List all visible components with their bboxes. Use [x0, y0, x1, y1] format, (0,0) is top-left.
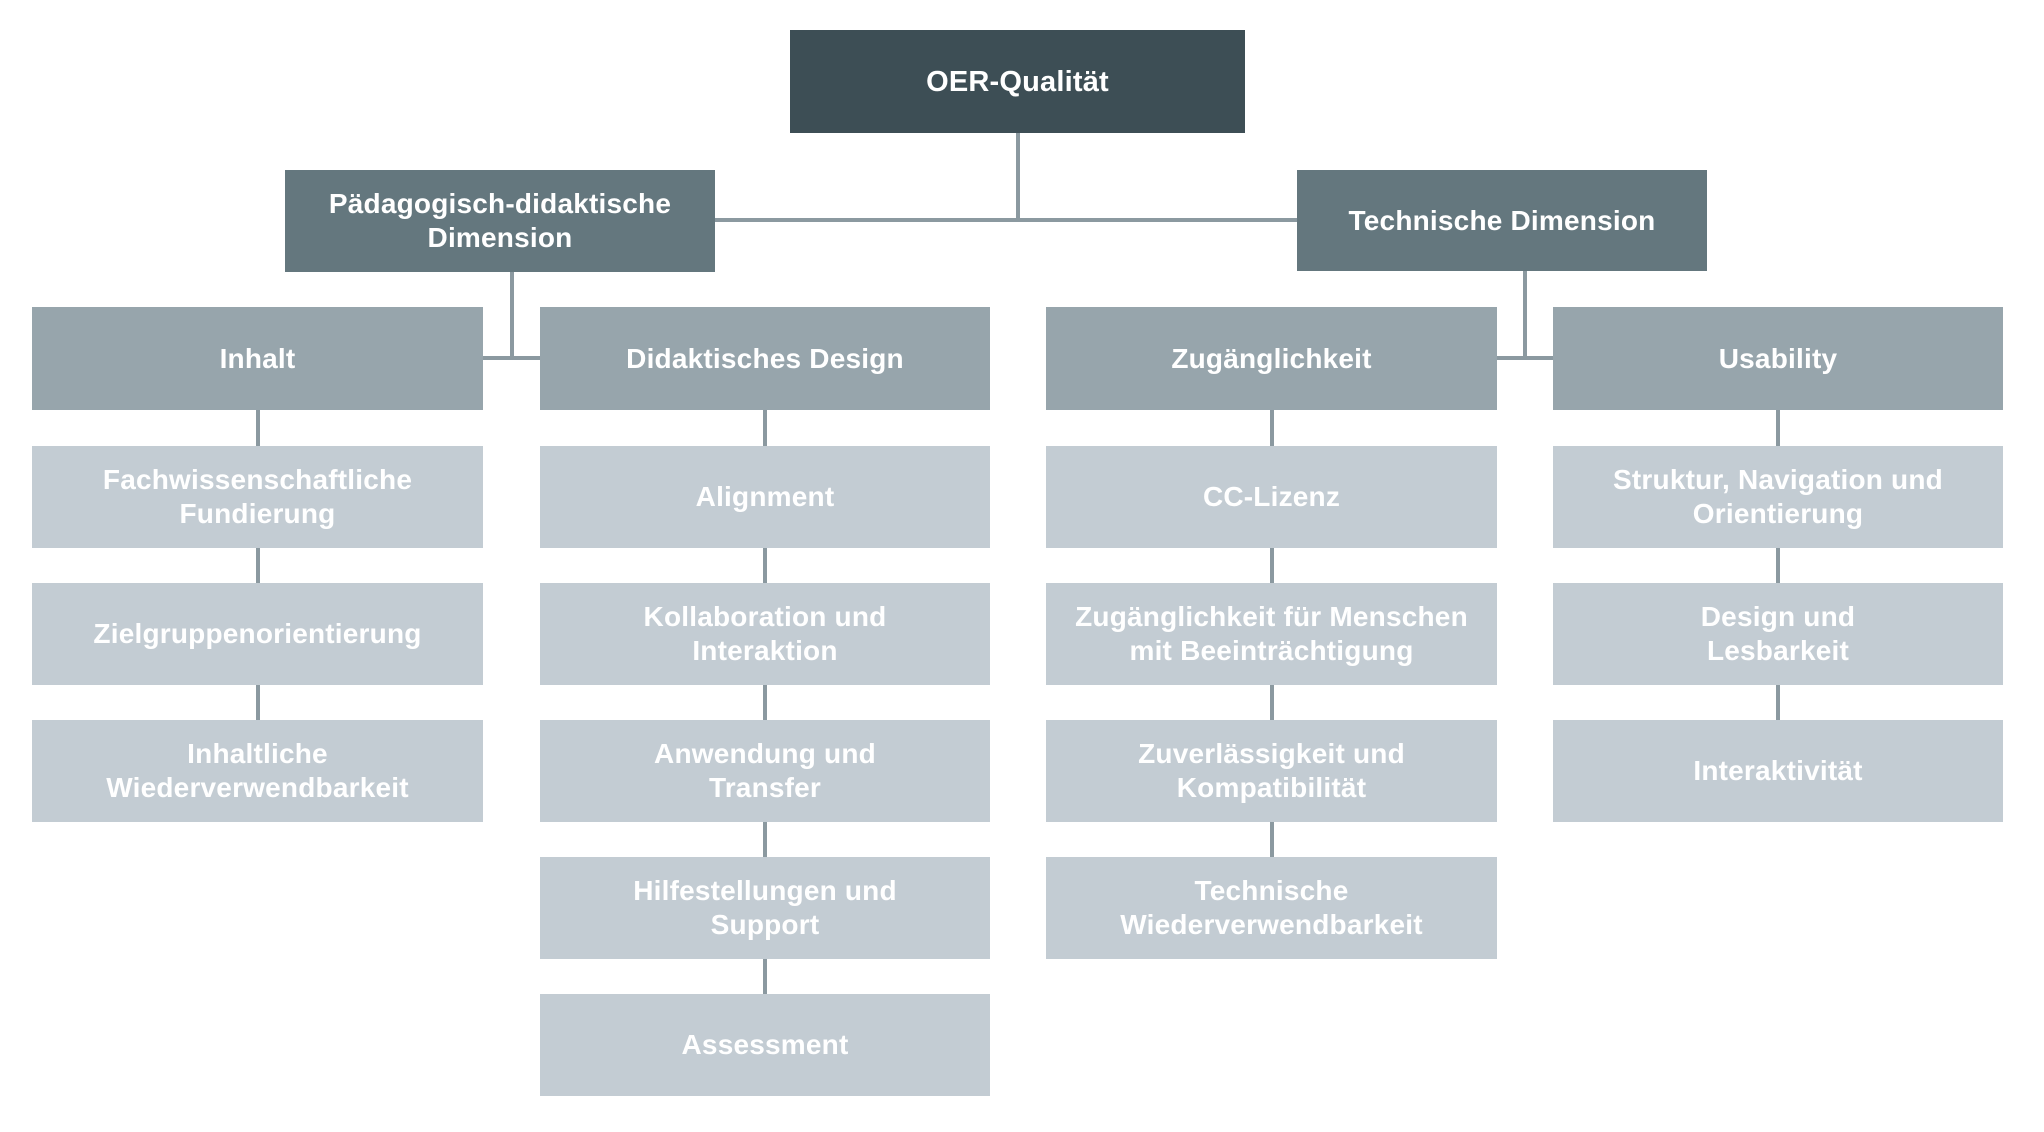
item-node-0-0-2: Inhaltliche Wiederverwendbarkeit — [32, 720, 483, 822]
item-node-1-0-3-label: Technische Wiederverwendbarkeit — [1120, 875, 1423, 940]
connector-dimension-stem — [1523, 271, 1527, 360]
item-node-0-1-2-label: Anwendung und Transfer — [654, 738, 876, 803]
connector-dimension-stem — [509, 272, 514, 360]
item-node-1-0-2-label: Zuverlässigkeit und Kompatibilität — [1138, 738, 1405, 803]
item-node-0-1-1-label: Kollaboration und Interaktion — [643, 601, 887, 666]
connector-item-stem — [1776, 548, 1780, 583]
category-node-0-1-label: Didaktisches Design — [626, 342, 904, 374]
connector-column-stem — [1776, 410, 1780, 446]
connector-column-stem — [255, 410, 260, 446]
connector-item-stem — [1269, 822, 1274, 857]
item-node-0-0-1: Zielgruppenorientierung — [32, 583, 483, 685]
connector-category-horizontal — [1497, 356, 1553, 360]
connector-item-stem — [763, 548, 767, 583]
connector-category-horizontal — [483, 356, 540, 360]
category-node-1-1: Usability — [1553, 307, 2003, 410]
connector-item-stem — [255, 685, 260, 720]
item-node-0-0-0-label: Fachwissenschaftliche Fundierung — [102, 464, 413, 529]
dimension-node-1: Technische Dimension — [1297, 170, 1707, 271]
connector-main-horizontal — [715, 218, 1297, 222]
category-node-0-1: Didaktisches Design — [540, 307, 990, 410]
dimension-node-0-label: Pädagogisch-didaktische Dimension — [328, 188, 672, 253]
connector-item-stem — [763, 822, 767, 857]
item-node-0-1-0-label: Alignment — [695, 481, 835, 512]
connector-item-stem — [1269, 548, 1274, 583]
category-node-1-0: Zugänglichkeit — [1046, 307, 1497, 410]
item-node-0-0-2-label: Inhaltliche Wiederverwendbarkeit — [106, 738, 409, 803]
item-node-0-1-1: Kollaboration und Interaktion — [540, 583, 990, 685]
item-node-0-1-0: Alignment — [540, 446, 990, 548]
connector-root-stem — [1015, 133, 1020, 222]
item-node-1-0-2: Zuverlässigkeit und Kompatibilität — [1046, 720, 1497, 822]
item-node-0-1-3-label: Hilfestellungen und Support — [633, 875, 897, 940]
connector-item-stem — [1269, 685, 1274, 720]
item-node-1-1-0: Struktur, Navigation und Orientierung — [1553, 446, 2003, 548]
item-node-1-0-1: Zugänglichkeit für Menschen mit Beeinträ… — [1046, 583, 1497, 685]
item-node-1-0-1-label: Zugänglichkeit für Menschen mit Beeinträ… — [1075, 601, 1468, 666]
category-node-0-0: Inhalt — [32, 307, 483, 410]
category-node-1-1-label: Usability — [1718, 342, 1838, 374]
dimension-node-1-label: Technische Dimension — [1348, 204, 1656, 236]
item-node-0-1-3: Hilfestellungen und Support — [540, 857, 990, 959]
connector-column-stem — [763, 410, 767, 446]
category-node-1-0-label: Zugänglichkeit — [1171, 342, 1372, 374]
item-node-0-0-0: Fachwissenschaftliche Fundierung — [32, 446, 483, 548]
item-node-1-0-0-label: CC-Lizenz — [1202, 481, 1341, 512]
connector-item-stem — [763, 959, 767, 994]
dimension-node-0: Pädagogisch-didaktische Dimension — [285, 170, 715, 272]
item-node-1-0-3: Technische Wiederverwendbarkeit — [1046, 857, 1497, 959]
item-node-1-1-1-label: Design und Lesbarkeit — [1700, 601, 1856, 666]
item-node-0-1-4: Assessment — [540, 994, 990, 1096]
root-node-oer-qualitaet-label: OER-Qualität — [926, 65, 1109, 98]
root-node-oer-qualitaet: OER-Qualität — [790, 30, 1245, 133]
item-node-1-0-0: CC-Lizenz — [1046, 446, 1497, 548]
item-node-1-1-0-label: Struktur, Navigation und Orientierung — [1613, 464, 1943, 529]
connector-column-stem — [1269, 410, 1274, 446]
category-node-0-0-label: Inhalt — [219, 342, 296, 374]
item-node-1-1-2: Interaktivität — [1553, 720, 2003, 822]
connector-item-stem — [1776, 685, 1780, 720]
item-node-1-1-2-label: Interaktivität — [1693, 755, 1863, 786]
connector-item-stem — [255, 548, 260, 583]
item-node-0-1-4-label: Assessment — [681, 1029, 849, 1060]
item-node-0-1-2: Anwendung und Transfer — [540, 720, 990, 822]
item-node-1-1-1: Design und Lesbarkeit — [1553, 583, 2003, 685]
item-node-0-0-1-label: Zielgruppenorientierung — [93, 618, 422, 649]
connector-item-stem — [763, 685, 767, 720]
